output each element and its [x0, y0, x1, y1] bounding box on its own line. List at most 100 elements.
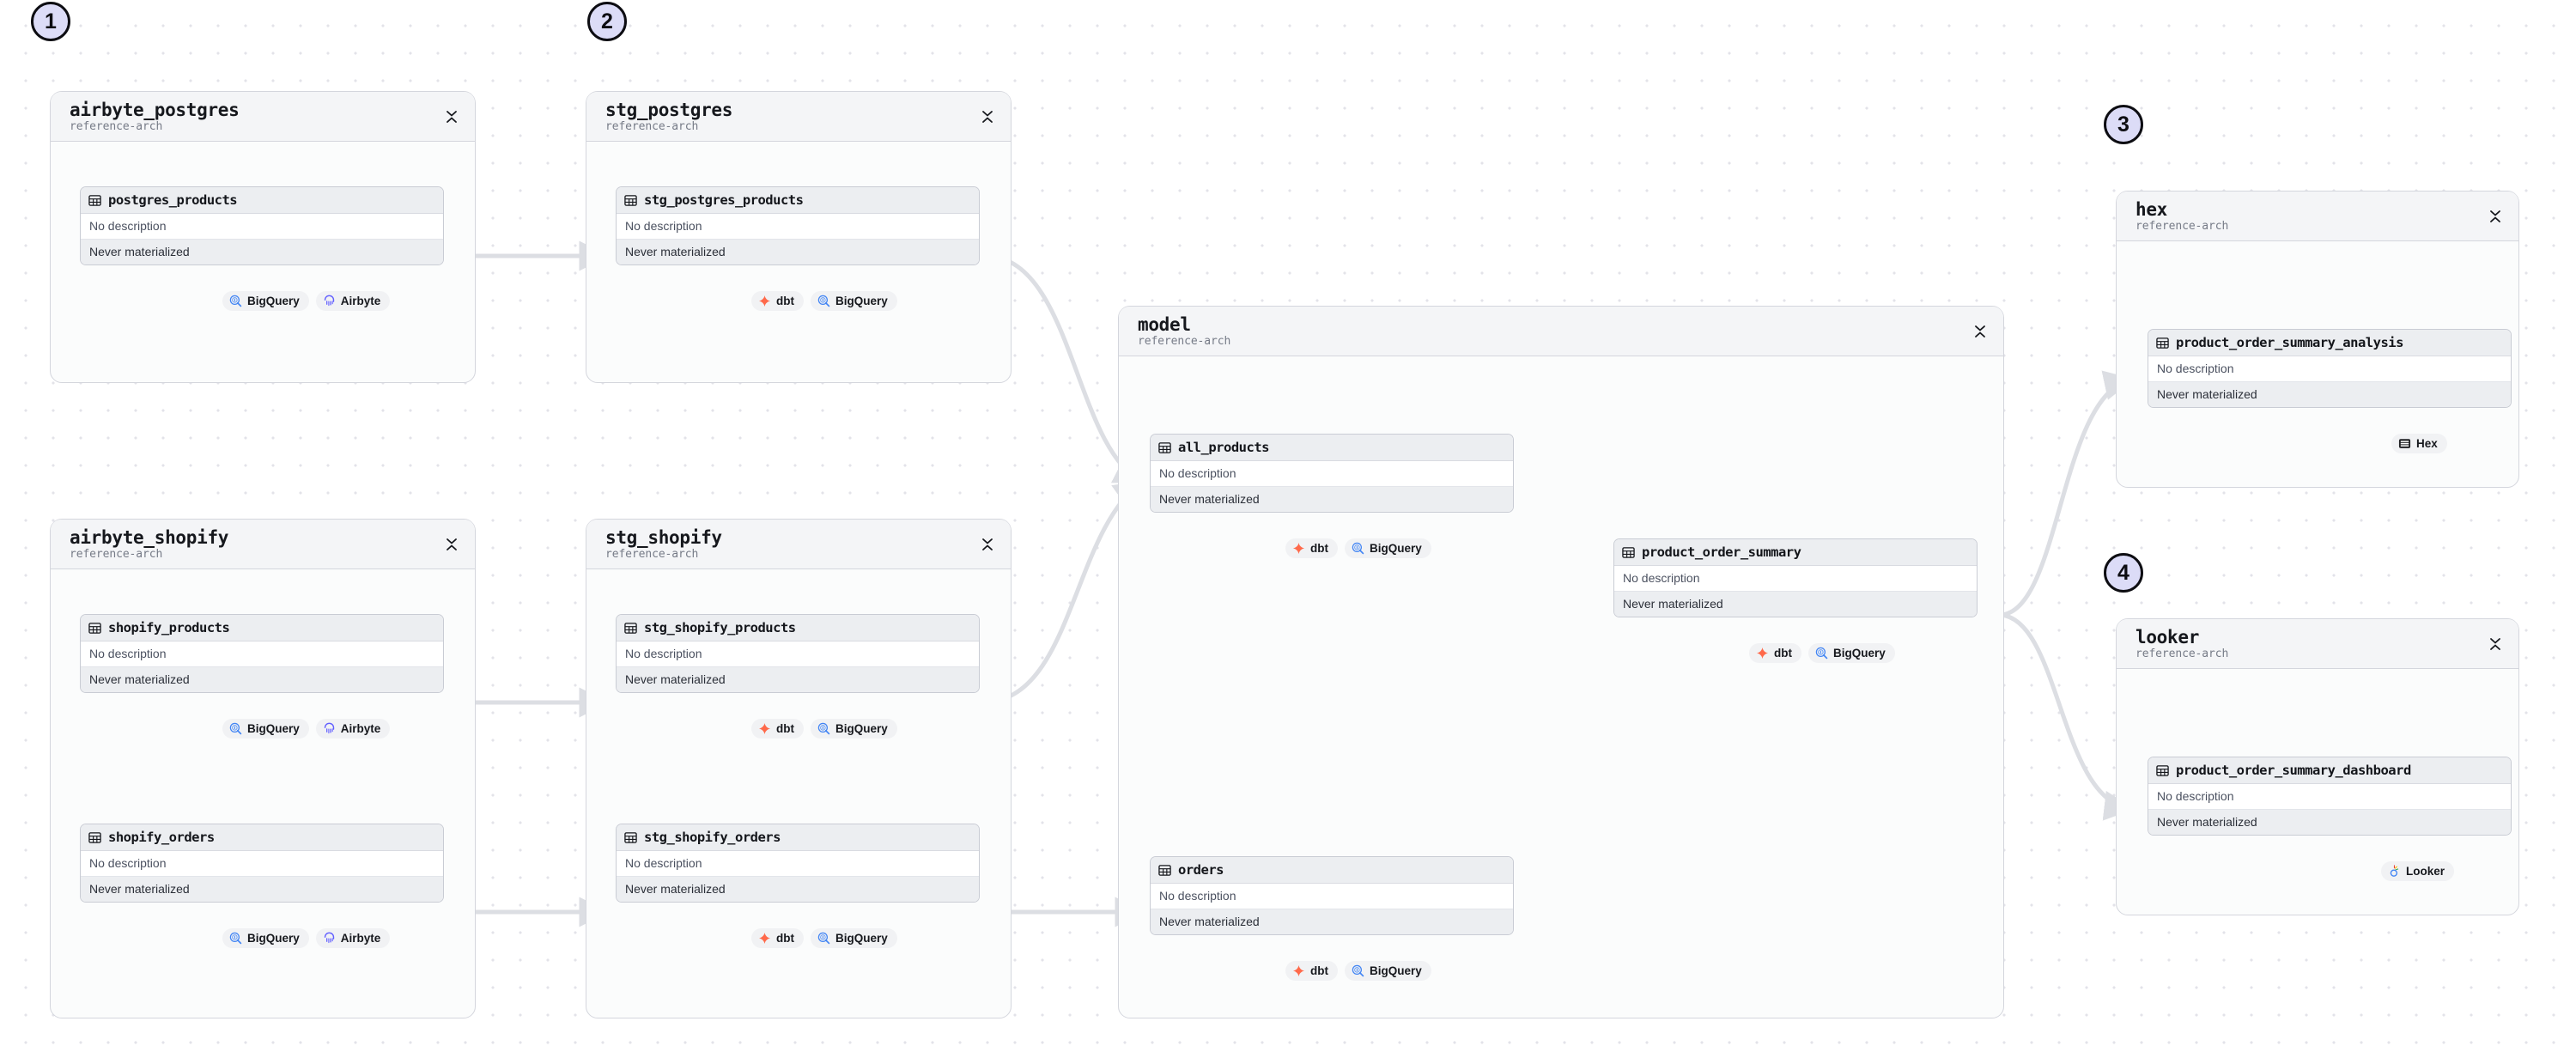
asset-description: No description — [81, 641, 443, 666]
asset-name: shopify_orders — [108, 830, 215, 845]
bigquery-icon — [817, 295, 830, 307]
group-collapse-button[interactable] — [2488, 635, 2503, 653]
badge-airbyte[interactable]: Airbyte — [315, 719, 391, 739]
asset-materialization-status: Never materialized — [1151, 909, 1513, 934]
asset-integration-badges: BigQuery Airbyte — [222, 928, 391, 948]
group-title: stg_postgres — [605, 100, 733, 120]
bigquery-icon — [1352, 542, 1364, 555]
table-grid-icon — [2156, 764, 2169, 776]
group-title: stg_shopify — [605, 527, 722, 548]
badge-bigquery[interactable]: BigQuery — [811, 928, 897, 948]
badge-bigquery[interactable]: BigQuery — [222, 928, 309, 948]
hex-icon — [2398, 439, 2411, 448]
asset-name: stg_shopify_products — [644, 620, 796, 635]
badge-looker[interactable]: Looker — [2381, 861, 2455, 881]
collapse-chevrons-icon[interactable] — [446, 537, 458, 552]
group-collapse-button[interactable] — [2488, 208, 2503, 225]
badge-bigquery[interactable]: BigQuery — [811, 291, 897, 311]
group-subtitle: reference-arch — [2136, 648, 2229, 660]
dbt-icon — [758, 932, 771, 945]
badge-bigquery[interactable]: BigQuery — [1808, 643, 1895, 663]
dbt-icon — [1292, 964, 1305, 977]
group-collapse-button[interactable] — [980, 536, 995, 553]
asset-integration-badges: Looker — [2381, 861, 2455, 881]
badge-dbt[interactable]: dbt — [751, 291, 804, 311]
asset-name: product_order_summary — [1642, 544, 1801, 560]
asset-description: No description — [81, 214, 443, 239]
badge-dbt[interactable]: dbt — [751, 719, 804, 739]
asset-name: postgres_products — [108, 192, 238, 208]
asset-name: stg_shopify_orders — [644, 830, 781, 845]
airbyte-icon — [324, 722, 334, 734]
asset-materialization-status: Never materialized — [617, 239, 979, 264]
badge-label: Airbyte — [340, 722, 381, 735]
asset-node-header: orders — [1151, 857, 1513, 884]
bigquery-icon — [1815, 647, 1828, 660]
badge-dbt[interactable]: dbt — [1285, 538, 1338, 558]
collapse-chevrons-icon[interactable] — [2489, 209, 2501, 224]
badge-label: BigQuery — [1370, 542, 1422, 555]
collapse-chevrons-icon[interactable] — [446, 109, 458, 125]
asset-description: No description — [1614, 566, 1977, 591]
collapse-chevrons-icon[interactable] — [1974, 324, 1986, 339]
badge-bigquery[interactable]: BigQuery — [222, 291, 309, 311]
badge-airbyte[interactable]: Airbyte — [315, 291, 391, 311]
badge-bigquery[interactable]: BigQuery — [1345, 961, 1431, 981]
badge-dbt[interactable]: dbt — [1285, 961, 1338, 981]
group-subtitle: reference-arch — [2136, 220, 2229, 233]
asset-materialization-status: Never materialized — [81, 239, 443, 264]
step-marker-label: 1 — [45, 9, 57, 33]
group-subtitle: reference-arch — [1138, 335, 1231, 348]
asset-description: No description — [1151, 884, 1513, 909]
badge-label: dbt — [1310, 542, 1328, 555]
group-collapse-button[interactable] — [980, 108, 995, 125]
badge-label: BigQuery — [247, 295, 300, 307]
badge-label: BigQuery — [835, 722, 888, 735]
collapse-chevrons-icon[interactable] — [981, 537, 993, 552]
badge-hex[interactable]: Hex — [2391, 434, 2447, 453]
table-grid-icon — [88, 831, 101, 843]
badge-label: dbt — [776, 722, 794, 735]
asset-integration-badges: dbt BigQuery — [751, 719, 897, 739]
dbt-icon — [1292, 542, 1305, 555]
asset-node-header: product_order_summary_dashboard — [2148, 757, 2511, 784]
collapse-chevrons-icon[interactable] — [2489, 636, 2501, 652]
asset-description: No description — [617, 214, 979, 239]
group-collapse-button[interactable] — [444, 108, 459, 125]
badge-bigquery[interactable]: BigQuery — [222, 719, 309, 739]
badge-airbyte[interactable]: Airbyte — [315, 928, 391, 948]
badge-label: dbt — [776, 295, 794, 307]
group-collapse-button[interactable] — [444, 536, 459, 553]
asset-name: shopify_products — [108, 620, 230, 635]
badge-bigquery[interactable]: BigQuery — [1345, 538, 1431, 558]
badge-dbt[interactable]: dbt — [751, 928, 804, 948]
step-marker-label: 4 — [2117, 560, 2129, 585]
collapse-chevrons-icon[interactable] — [981, 109, 993, 125]
asset-node-header: product_order_summary_analysis — [2148, 330, 2511, 356]
badge-dbt[interactable]: dbt — [1749, 643, 1801, 663]
badge-bigquery[interactable]: BigQuery — [811, 719, 897, 739]
badge-label: BigQuery — [247, 722, 300, 735]
group-collapse-button[interactable] — [1972, 323, 1988, 340]
asset-node-header: stg_shopify_products — [617, 615, 979, 641]
